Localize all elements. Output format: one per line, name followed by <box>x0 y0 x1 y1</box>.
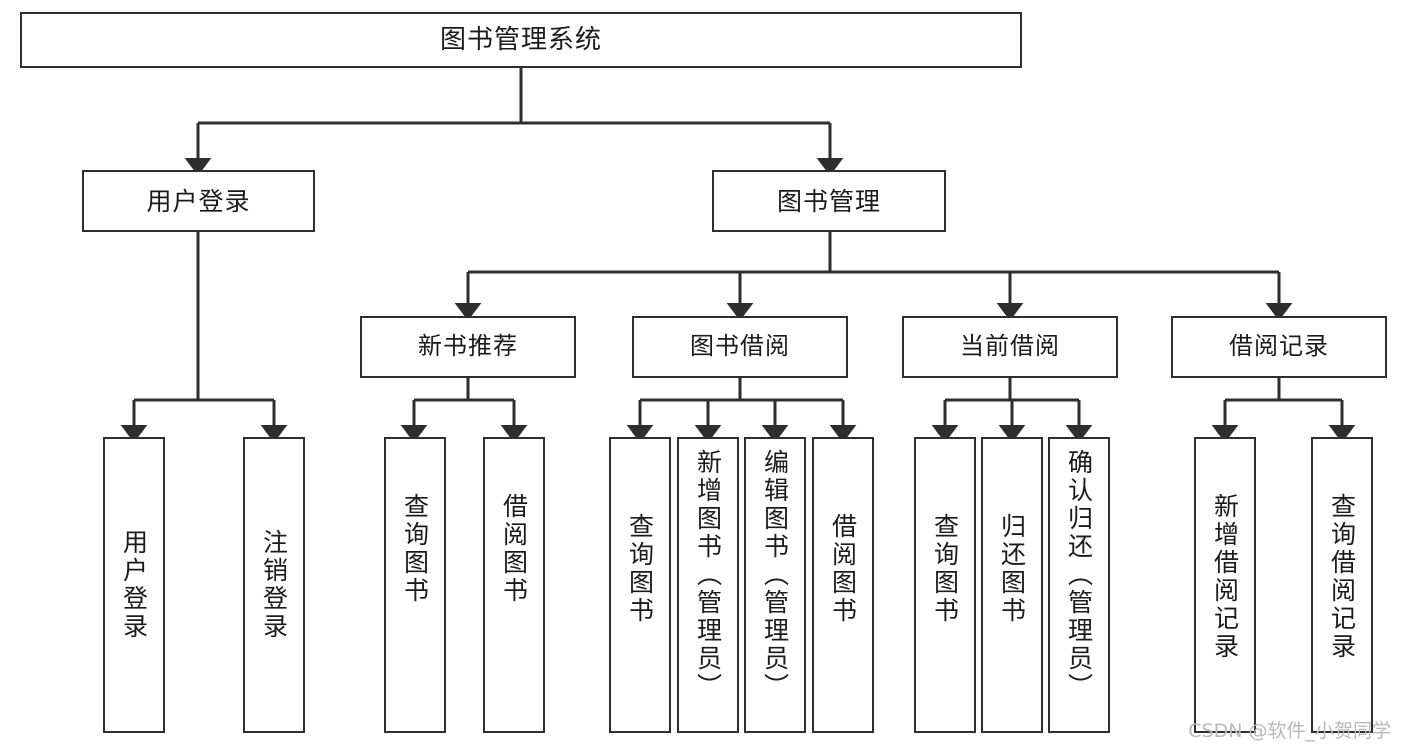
leaf-user-login-signin[interactable]: 用户登录 <box>103 437 165 733</box>
leaf-current-borrow-confirm[interactable]: 确认归还（管理员） <box>1048 437 1110 733</box>
leaf-current-borrow-return[interactable]: 归还图书 <box>981 437 1043 733</box>
node-label: 借阅图书 <box>828 513 858 625</box>
node-label: 查询图书 <box>625 513 655 625</box>
leaf-user-login-signout[interactable]: 注销登录 <box>243 437 305 733</box>
node-book-management[interactable]: 图书管理 <box>712 170 946 232</box>
node-new-book-recommend[interactable]: 新书推荐 <box>360 316 576 378</box>
node-label: 新书推荐 <box>418 332 518 361</box>
node-label: 用户登录 <box>119 529 149 641</box>
node-label: 图书管理系统 <box>439 24 602 55</box>
leaf-book-borrow-query[interactable]: 查询图书 <box>609 437 671 733</box>
node-book-borrow[interactable]: 图书借阅 <box>632 316 848 378</box>
leaf-borrow-record-add[interactable]: 新增借阅记录 <box>1194 437 1256 733</box>
node-label: 查询图书 <box>930 513 960 625</box>
node-label: 新增借阅记录 <box>1210 493 1240 661</box>
node-label: 图书管理 <box>776 186 881 216</box>
leaf-current-borrow-query[interactable]: 查询图书 <box>914 437 976 733</box>
node-label: 归还图书 <box>997 513 1027 625</box>
node-label: 新增图书（管理员） <box>693 449 723 701</box>
node-label: 借阅记录 <box>1229 332 1329 361</box>
leaf-new-book-query[interactable]: 查询图书 <box>384 437 446 733</box>
node-label: 用户登录 <box>146 186 251 216</box>
node-current-borrow[interactable]: 当前借阅 <box>902 316 1118 378</box>
leaf-book-borrow-edit[interactable]: 编辑图书（管理员） <box>744 437 806 733</box>
node-root-system[interactable]: 图书管理系统 <box>20 12 1022 68</box>
node-label: 借阅图书 <box>499 493 529 605</box>
leaf-borrow-record-query[interactable]: 查询借阅记录 <box>1311 437 1373 733</box>
node-user-login[interactable]: 用户登录 <box>82 170 315 232</box>
leaf-book-borrow-lend[interactable]: 借阅图书 <box>812 437 874 733</box>
node-label: 确认归还（管理员） <box>1064 449 1094 701</box>
node-label: 当前借阅 <box>960 332 1060 361</box>
node-label: 注销登录 <box>259 529 289 641</box>
leaf-book-borrow-add[interactable]: 新增图书（管理员） <box>677 437 739 733</box>
csdn-watermark: CSDN @软件_小贺同学 <box>1188 720 1391 742</box>
node-label: 查询图书 <box>400 493 430 605</box>
node-label: 查询借阅记录 <box>1327 493 1357 661</box>
leaf-new-book-borrow[interactable]: 借阅图书 <box>483 437 545 733</box>
node-label: 编辑图书（管理员） <box>760 449 790 701</box>
node-borrow-record[interactable]: 借阅记录 <box>1171 316 1387 378</box>
node-label: 图书借阅 <box>690 332 790 361</box>
